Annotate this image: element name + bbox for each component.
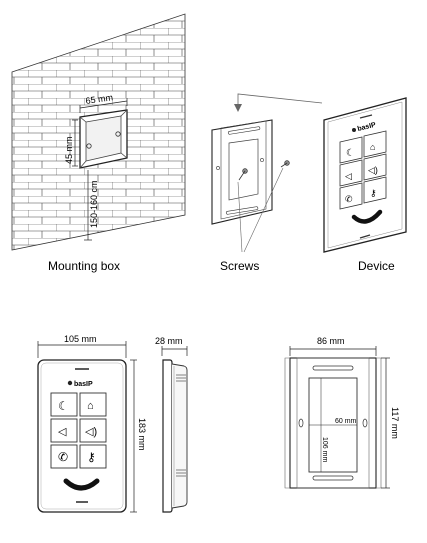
door-lock-icon: ⌂	[87, 400, 94, 412]
mounting-box-illustration: 65 mm 45 mm 150-160 cm Mounting box	[11, 13, 186, 273]
phone-icon: ✆	[58, 450, 68, 464]
box-height-label: 45 mm	[64, 136, 74, 164]
key-icon: ⚷	[87, 450, 96, 464]
key-icon: ⚷	[370, 188, 377, 198]
front-height-label: 183 mm	[137, 418, 147, 451]
plate-width-label: 86 mm	[317, 336, 345, 346]
speaker-loud-icon: ◁)	[368, 165, 378, 175]
speaker-icon: ◁	[345, 171, 352, 181]
side-view: 28 mm	[155, 336, 188, 513]
front-keypad: ☾ ⌂ ◁ ◁) ✆ ⚷	[50, 392, 107, 469]
speaker-loud-icon: ◁)	[85, 426, 97, 438]
front-view: 105 mm basIP ☾ ⌂ ◁ ◁) ✆ ⚷ 183 mm	[37, 334, 147, 513]
device-side-profile	[162, 359, 173, 513]
moon-icon: ☾	[346, 148, 355, 159]
phone-icon: ✆	[345, 194, 353, 204]
front-speaker-arc	[63, 478, 100, 491]
plate-height-label: 117 mm	[390, 407, 400, 439]
box-width-label: 65 mm	[85, 92, 114, 106]
device-caption: Device	[358, 259, 395, 273]
device-front-body	[37, 359, 127, 513]
screw-icon	[280, 160, 290, 168]
screws-caption: Screws	[220, 259, 259, 273]
plate-view: 86 mm 60 mm 106 mm 117 mm	[284, 336, 400, 489]
device-speaker-arc	[351, 209, 383, 224]
speaker-icon: ◁	[58, 426, 67, 438]
device-illustration: basIP ☾ ⌂ ◁ ◁) ✆ ⚷ Device	[323, 97, 407, 273]
device-keypad: ☾ ⌂ ◁ ◁) ✆ ⚷	[339, 130, 387, 210]
side-depth-label: 28 mm	[155, 336, 183, 346]
front-brand: basIP	[74, 381, 93, 388]
moon-icon: ☾	[58, 399, 69, 413]
plate-inner-width-label: 60 mm	[335, 418, 357, 425]
front-width-label: 105 mm	[64, 334, 97, 344]
install-height-label: 150-160 cm	[89, 180, 99, 228]
mounting-box-caption: Mounting box	[48, 259, 120, 273]
mounting-arrow	[237, 93, 323, 104]
device-body	[323, 97, 407, 253]
door-lock-icon: ⌂	[370, 142, 375, 152]
screw-icon	[238, 168, 248, 181]
plate-inner-height-label: 106 mm	[321, 437, 328, 462]
device-brand: basIP	[357, 122, 377, 133]
screws-illustration: Screws	[211, 93, 323, 273]
